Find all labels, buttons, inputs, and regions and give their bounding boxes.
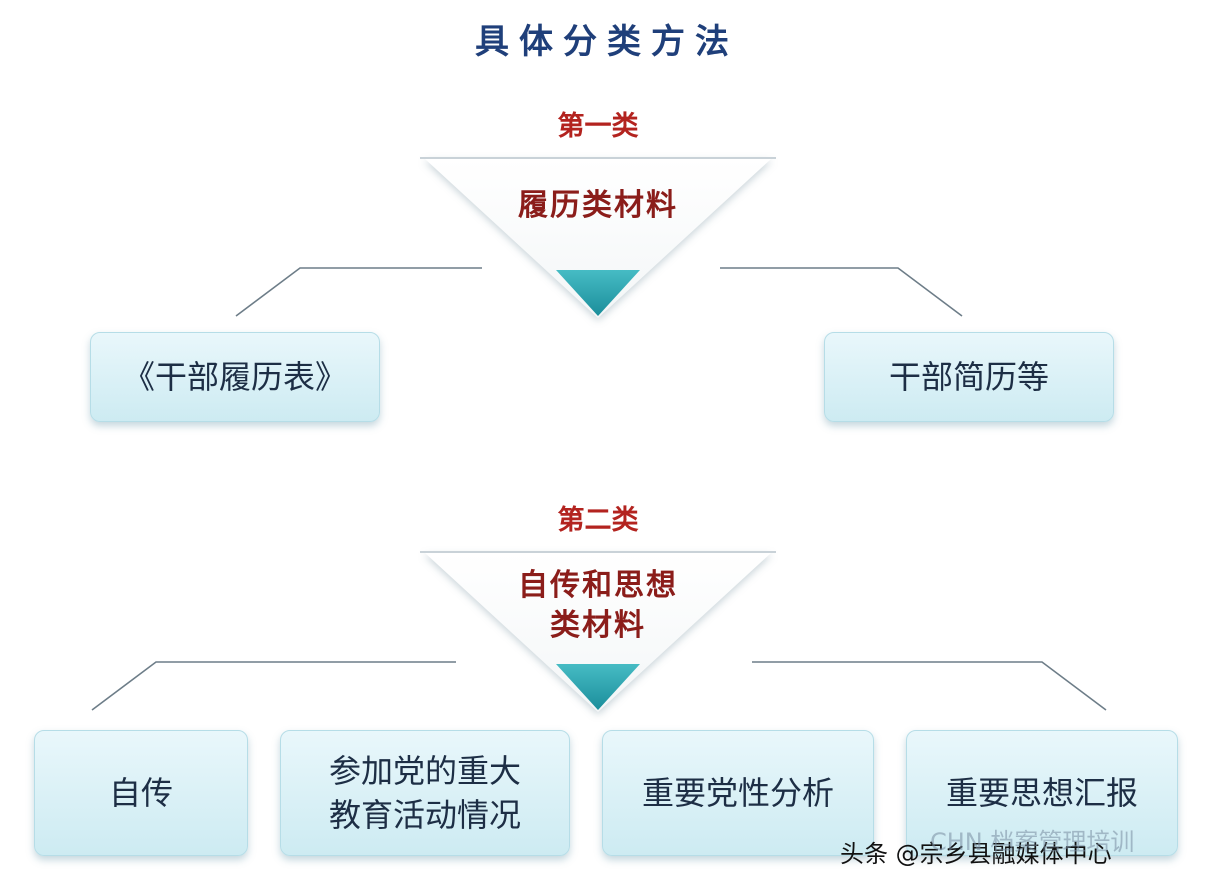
- category2-triangle-tip: [556, 664, 640, 710]
- category2-connector-left: [91, 661, 456, 711]
- category1-item-cadre-resume-etc: 干部简历等: [824, 332, 1114, 422]
- watermark: CHN 档案管理培训 头条 @宗乡县融媒体中心: [840, 828, 1134, 869]
- category1-label: 第一类: [557, 111, 639, 142]
- category1-name: 履历类材料: [518, 188, 678, 223]
- category2-triangle: [420, 551, 776, 712]
- category2-item-ideological-report: 重要思想汇报: [906, 730, 1178, 856]
- category2-name: 自传和思想 类材料: [518, 568, 678, 643]
- page-title: 具体分类方法: [475, 22, 739, 62]
- category1-triangle: [420, 157, 776, 318]
- category1-triangle-tip: [556, 270, 640, 316]
- category2-label: 第二类: [557, 505, 639, 536]
- category1-connector-left: [235, 267, 482, 317]
- category2-item-party-education-activities: 参加党的重大 教育活动情况: [280, 730, 570, 856]
- watermark-ghost-text: CHN 档案管理培训: [930, 828, 1135, 856]
- category1-connector-right: [720, 267, 963, 317]
- category2-item-party-spirit-analysis: 重要党性分析: [602, 730, 874, 856]
- watermark-text: 头条 @宗乡县融媒体中心: [840, 840, 1112, 868]
- category1-item-cadre-resume-form: 《干部履历表》: [90, 332, 380, 422]
- category2-connector-right: [752, 661, 1107, 711]
- category2-item-autobiography: 自传: [34, 730, 248, 856]
